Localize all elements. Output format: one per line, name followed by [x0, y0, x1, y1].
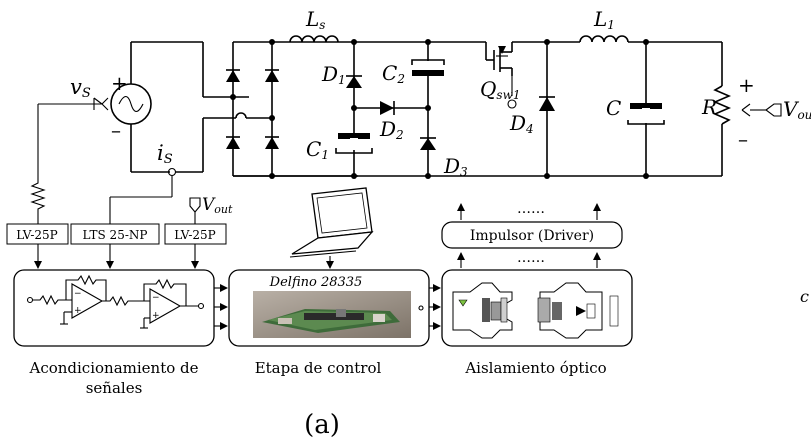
laptop-icon [289, 187, 374, 269]
power-stage: + – vS iS [30, 7, 811, 224]
dots-top: …… [517, 201, 545, 217]
source-plus: + [111, 71, 128, 95]
dots-middle: …… [517, 250, 545, 266]
isolation-block [441, 269, 633, 347]
diode-d3-label: D3 [443, 154, 468, 179]
opamp-1 [71, 283, 104, 319]
optocoupler-1 [452, 282, 513, 339]
cap-c2-label: C2 [382, 61, 405, 86]
vout-sensor-terminal [189, 197, 201, 213]
driver-label: Impulsor (Driver) [470, 228, 594, 244]
load-resistor [712, 85, 732, 125]
figure-label: (a) [304, 410, 340, 440]
out-plus: + [738, 73, 755, 97]
dsp-board-image [253, 291, 411, 338]
svg-text:−: − [74, 289, 82, 299]
sensor-current-in: LTS 25-NP [83, 228, 148, 242]
switch-qsw1 [485, 42, 517, 109]
cap-out-label: C [606, 96, 621, 120]
svg-text:+: + [152, 311, 160, 321]
inductor-l1 [579, 35, 629, 43]
svg-text:−: − [152, 293, 160, 303]
control-block: Delfino 28335 [228, 269, 430, 347]
ac-source [110, 42, 152, 172]
driver-block [441, 221, 623, 249]
edge-letter: c [800, 287, 809, 306]
source-voltage-label: vS [70, 75, 91, 101]
inductor-ls-label: Ls [305, 7, 325, 32]
vout-label: Vout [783, 97, 811, 122]
sensor-voltage-in: LV-25P [16, 228, 58, 242]
sensor-boxes: LV-25P LTS 25-NP LV-25P Vout [6, 195, 233, 269]
conditioning-caption-2: señales [86, 379, 143, 397]
inductor-ls [289, 35, 339, 43]
inductor-l1-label: L1 [593, 7, 615, 32]
switch-label: Qsw1 [480, 77, 520, 102]
conditioning-block: − + − + [13, 269, 215, 347]
diode-d1-label: D1 [321, 62, 346, 87]
svg-text:+: + [74, 306, 82, 316]
cap-c1-label: C1 [306, 137, 329, 162]
diode-d2-label: D2 [379, 117, 404, 142]
control-caption: Etapa de control [255, 359, 382, 377]
out-minus: – [738, 127, 748, 151]
optocoupler-2 [537, 282, 619, 339]
source-minus: – [111, 118, 121, 142]
opamp-2 [149, 288, 182, 324]
conditioning-caption-1: Acondicionamiento de [28, 359, 198, 377]
source-current-label: iS [157, 141, 173, 167]
bridge-rectifier [226, 39, 358, 179]
resistor-label: R [701, 95, 717, 119]
diode-d4-label: D4 [509, 111, 534, 136]
sensor-voltage-out: LV-25P [174, 228, 216, 242]
isolation-caption: Aislamiento óptico [464, 359, 606, 377]
sensor-vout-label: Vout [202, 195, 233, 216]
sense-resistor [30, 178, 46, 224]
dsp-name: Delfino 28335 [269, 275, 363, 290]
